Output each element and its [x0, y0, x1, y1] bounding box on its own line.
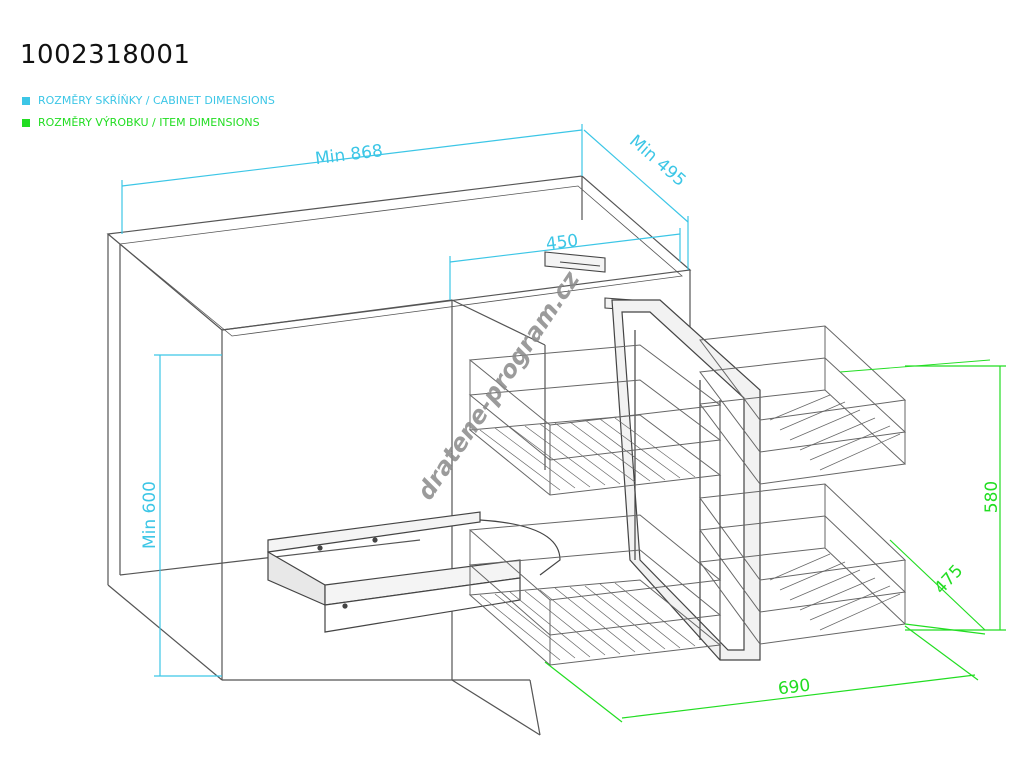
item-color-swatch — [22, 119, 30, 127]
opening-width-label: 450 — [545, 231, 580, 255]
cabinet-color-swatch — [22, 97, 30, 105]
legend-cabinet-dimensions: ROZMĚRY SKŘÍŇKY / CABINET DIMENSIONS — [22, 94, 275, 107]
item-depth-label: 475 — [930, 561, 967, 598]
legend-item-label: ROZMĚRY VÝROBKU / ITEM DIMENSIONS — [38, 116, 260, 129]
cabinet-width-label: Min 868 — [314, 141, 384, 169]
item-dimension-lines — [544, 359, 1006, 723]
watermark: dratene-program.cz — [411, 265, 585, 505]
central-frame — [611, 299, 761, 661]
basket-left-lower — [468, 514, 722, 666]
legend-item-dimensions: ROZMĚRY VÝROBKU / ITEM DIMENSIONS — [22, 116, 260, 129]
basket-left-upper — [468, 344, 722, 496]
product-code: 1002318001 — [20, 40, 191, 70]
cabinet-depth-label: Min 495 — [625, 131, 689, 191]
cabinet-outline — [106, 175, 692, 736]
item-width-label: 690 — [777, 676, 812, 700]
legend-cabinet-label: ROZMĚRY SKŘÍŇKY / CABINET DIMENSIONS — [38, 94, 275, 107]
pull-out-base — [267, 511, 561, 633]
item-height-label: 580 — [982, 481, 1002, 513]
basket-right-lower — [699, 483, 907, 645]
cabinet-height-label: Min 600 — [140, 481, 160, 549]
basket-right-upper — [699, 325, 907, 485]
cabinet-dimension-lines — [121, 124, 689, 677]
